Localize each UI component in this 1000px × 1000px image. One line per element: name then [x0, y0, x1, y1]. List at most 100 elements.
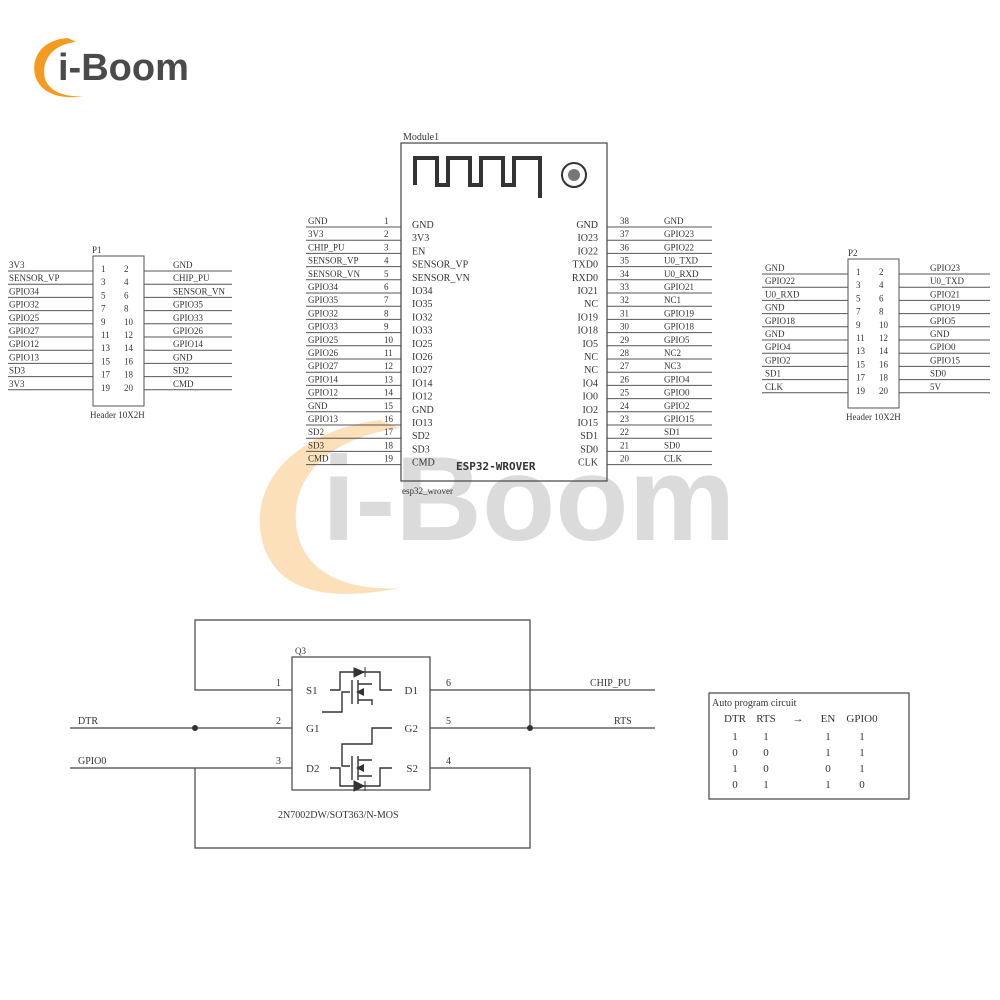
- header-p2-pin-a: 7: [856, 307, 861, 317]
- mosfet-right-pin-name: D1: [405, 685, 418, 697]
- module-right-pin-name: IO19: [577, 312, 598, 323]
- module-left-pin-number: 5: [384, 269, 389, 279]
- header-p1-pin-b: 12: [124, 330, 133, 340]
- module-left-pin-net: GND: [308, 401, 328, 411]
- module-left-pin-net: GPIO14: [308, 374, 339, 384]
- header-p1-right-net: CHIP_PU: [173, 273, 210, 283]
- header-p2-right-net: GPIO0: [930, 342, 956, 352]
- module-right-pin-number: 36: [620, 242, 630, 252]
- mosfet-left-pin-number: 1: [276, 678, 281, 689]
- module-left-pin-number: 12: [384, 361, 393, 371]
- header-p1-pin-b: 4: [124, 277, 129, 287]
- module-left-pin-net: GPIO26: [308, 348, 339, 358]
- header-p1-left-net: 3V3: [9, 260, 25, 270]
- truth-table-cell: 1: [825, 779, 831, 791]
- module-left-pin-net: GPIO33: [308, 322, 339, 332]
- module-left-pin-number: 3: [384, 242, 389, 252]
- truth-table-header: EN: [821, 713, 836, 725]
- logo-text: i-Boom: [58, 47, 189, 89]
- header-p2-pin-a: 17: [856, 373, 866, 383]
- module-left-pin-number: 7: [384, 295, 389, 305]
- gate-arrow-1-icon: [356, 688, 364, 696]
- module-left-pin-number: 15: [384, 401, 394, 411]
- module-right-pin-number: 24: [620, 401, 630, 411]
- module-left-pin-name: EN: [412, 246, 425, 257]
- module-left-pin-name: IO26: [412, 352, 433, 363]
- module-right-pin-name: RXD0: [572, 273, 598, 284]
- module-left-pin-name: GND: [412, 220, 434, 231]
- module-left-pin-net: GND: [308, 216, 328, 226]
- module-left-pin-net: GPIO32: [308, 308, 338, 318]
- module-right-pin-number: 25: [620, 388, 630, 398]
- header-p1-pin-b: 16: [124, 356, 134, 366]
- module-right-pin-name: IO22: [577, 246, 598, 257]
- truth-table-cell: 0: [732, 747, 738, 759]
- header-p2-pin-b: 16: [879, 359, 889, 369]
- header-p1-pin-b: 18: [124, 370, 134, 380]
- module-right-pin-net: SD0: [664, 440, 681, 450]
- module-right-pin-net: SD1: [664, 427, 680, 437]
- module-right-pin-number: 34: [620, 269, 630, 279]
- module-right-pin-name: IO18: [577, 326, 598, 337]
- module-right-pin-net: GPIO15: [664, 414, 695, 424]
- header-p1-pin-a: 15: [101, 356, 111, 366]
- net-label-chip-pu: CHIP_PU: [590, 678, 631, 689]
- module-right-pin-net: GND: [664, 216, 684, 226]
- module-left-pin-name: IO13: [412, 418, 433, 429]
- module-left-pin-net: GPIO34: [308, 282, 339, 292]
- header-p1-left-net: GPIO25: [9, 313, 40, 323]
- header-p2-pin-b: 18: [879, 373, 889, 383]
- header-p2-pin-a: 1: [856, 267, 861, 277]
- header-p1-pin-b: 2: [124, 264, 129, 274]
- brand-logo: i-Boom: [34, 38, 189, 98]
- module-left-pin-number: 18: [384, 440, 394, 450]
- module-right-pin-net: GPIO23: [664, 229, 695, 239]
- module-left-pin-number: 8: [384, 308, 389, 318]
- header-p2-left-net: U0_RXD: [765, 289, 800, 299]
- header-p1-left-net: SD3: [9, 366, 26, 376]
- truth-table-cell: 0: [732, 779, 738, 791]
- truth-table-cell: 1: [763, 731, 769, 743]
- header-p2-left-net: GND: [765, 303, 785, 313]
- net-label-rts: RTS: [614, 716, 632, 727]
- truth-table-header: DTR: [724, 713, 747, 725]
- wire-d2-loop: [194, 767, 531, 849]
- header-p1-right-net: SD2: [173, 366, 189, 376]
- header-p1-pin-a: 5: [101, 290, 106, 300]
- mosfet-part-label: 2N7002DW/SOT363/N-MOS: [278, 810, 399, 821]
- header-p1-pin-a: 3: [101, 277, 106, 287]
- header-p1-right-net: GPIO26: [173, 326, 204, 336]
- header-p1-pin-a: 17: [101, 370, 111, 380]
- module-right-pin-net: CLK: [664, 454, 683, 464]
- module-left-pin-number: 16: [384, 414, 394, 424]
- truth-table-header: GPIO0: [846, 713, 878, 725]
- header-p2-pin-b: 6: [879, 293, 884, 303]
- header-p1-left-net: GPIO32: [9, 300, 39, 310]
- header-p2-right-net: 5V: [930, 382, 942, 392]
- truth-table-cell: 0: [825, 763, 831, 775]
- truth-table-border: [708, 692, 910, 800]
- mosfet-left-pin-number: 3: [276, 756, 281, 767]
- module-left-pin-name: IO25: [412, 339, 433, 350]
- module-right-pin-name: NC: [584, 352, 598, 363]
- module-right-pin-number: 22: [620, 427, 629, 437]
- header-p1-footer: Header 10X2H: [90, 410, 145, 420]
- watermark-text: i-Boom: [322, 432, 735, 566]
- module-right-pin-number: 37: [620, 229, 630, 239]
- module-right-pin-net: GPIO0: [664, 388, 690, 398]
- module-left-pin-name: IO35: [412, 299, 433, 310]
- module-left-pin-name: IO34: [412, 286, 433, 297]
- module-left-pin-name: SENSOR_VN: [412, 273, 470, 284]
- module-left-pin-net: GPIO25: [308, 335, 339, 345]
- mosfet-left-pin-name: G1: [306, 723, 319, 735]
- module-right-pin-number: 26: [620, 374, 630, 384]
- header-p1-right-net: GPIO14: [173, 339, 204, 349]
- module-right-pin-name: IO0: [582, 392, 598, 403]
- header-p2-left-net: CLK: [765, 382, 784, 392]
